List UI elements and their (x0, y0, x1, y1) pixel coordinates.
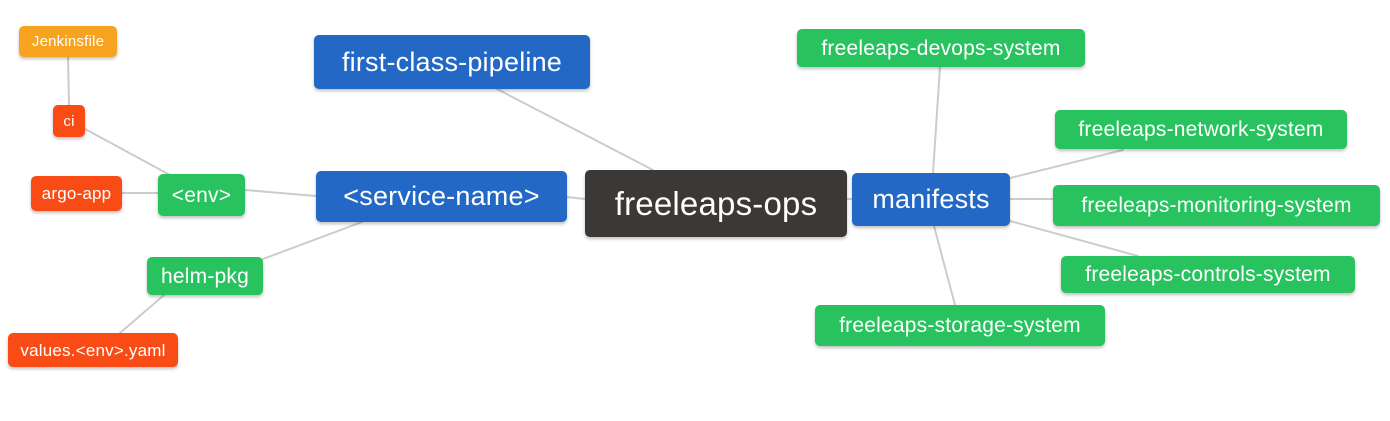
edge-manifests-network (1009, 149, 1124, 179)
node-argo-app[interactable]: argo-app (31, 176, 122, 211)
node-freeleaps-controls-system[interactable]: freeleaps-controls-system (1061, 256, 1355, 293)
node-freeleaps-ops[interactable]: freeleaps-ops (585, 170, 847, 237)
edge-helm-pkg-service-name (262, 221, 363, 260)
node-ci[interactable]: ci (53, 105, 85, 137)
edge-manifests-storage (933, 225, 956, 306)
node-first-class-pipeline[interactable]: first-class-pipeline (314, 35, 590, 89)
node-env[interactable]: <env> (158, 174, 245, 216)
edge-manifests-controls (1009, 220, 1139, 257)
node-helm-pkg[interactable]: helm-pkg (147, 257, 263, 295)
node-freeleaps-monitoring-system[interactable]: freeleaps-monitoring-system (1053, 185, 1380, 226)
node-jenkinsfile[interactable]: Jenkinsfile (19, 26, 117, 57)
edge-ci-env (84, 128, 171, 176)
node-freeleaps-devops-system[interactable]: freeleaps-devops-system (797, 29, 1085, 67)
edge-env-service-name (244, 189, 317, 197)
node-freeleaps-storage-system[interactable]: freeleaps-storage-system (815, 305, 1105, 346)
node-freeleaps-network-system[interactable]: freeleaps-network-system (1055, 110, 1347, 149)
node-values-env-yaml[interactable]: values.<env>.yaml (8, 333, 178, 367)
edge-values-helm-pkg (119, 294, 165, 334)
edge-service-name-root (566, 196, 586, 200)
edge-manifests-devops (932, 66, 941, 174)
node-service-name[interactable]: <service-name> (316, 171, 567, 222)
edge-pipeline-root (496, 88, 654, 171)
node-manifests[interactable]: manifests (852, 173, 1010, 226)
edge-jenkinsfile-ci (67, 56, 70, 106)
